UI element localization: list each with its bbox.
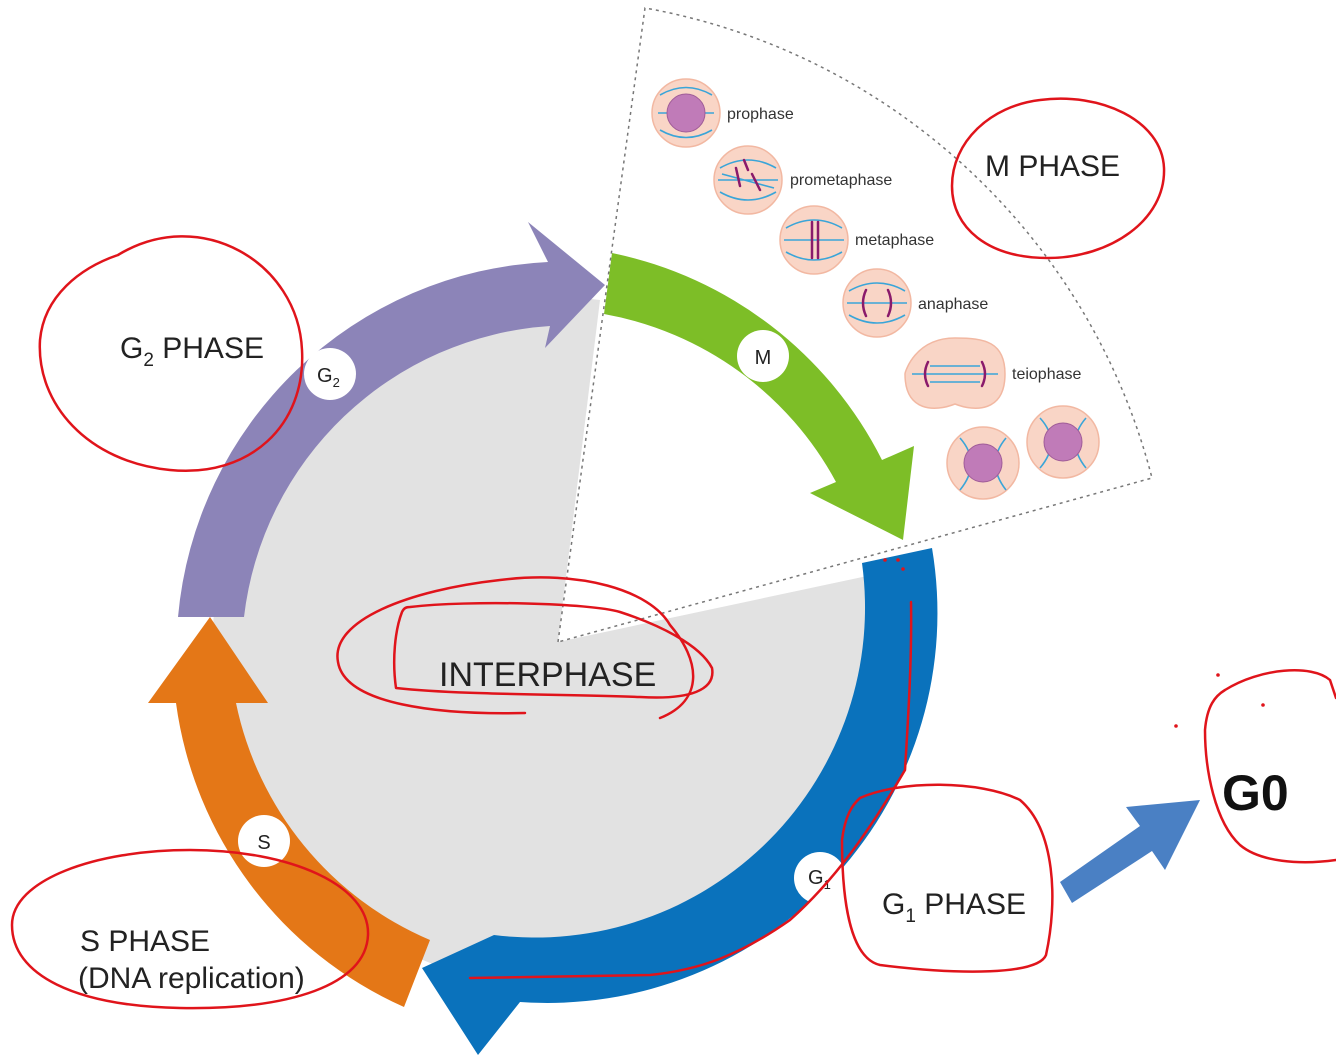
- s-arrow: [148, 617, 430, 1007]
- s-badge: S: [238, 815, 290, 867]
- g0-label: G0: [1222, 765, 1289, 821]
- svg-text:G2: G2: [317, 365, 340, 390]
- daughter-cell-1: [946, 426, 1020, 500]
- prophase-label: prophase: [727, 106, 794, 123]
- metaphase-label: metaphase: [855, 232, 934, 249]
- s-annotation-ellipse: [10, 848, 370, 1010]
- svg-text:G1: G1: [808, 867, 831, 892]
- interphase-disc: [212, 297, 903, 988]
- daughter-cell-2: [1026, 405, 1100, 479]
- prometaphase-label: prometaphase: [790, 172, 892, 189]
- prometaphase-cell: [713, 145, 783, 215]
- prophase-cell: [651, 78, 721, 148]
- anaphase-label: anaphase: [918, 296, 988, 313]
- m-phase-label: M PHASE: [985, 150, 1120, 183]
- g0-arrow: [1060, 800, 1200, 903]
- m-phase-annotation-circle: [950, 97, 1166, 260]
- g1-annotation-circle: [840, 783, 1054, 973]
- g0-annotation-circle: [1203, 669, 1336, 864]
- g1-badge: G1: [794, 852, 846, 904]
- svg-text:S: S: [257, 832, 270, 854]
- g1-annotation-line: [468, 600, 913, 980]
- metaphase-cell: [779, 205, 849, 275]
- s-phase-label: S PHASE: [80, 925, 210, 958]
- g1-arrow: [422, 548, 938, 1055]
- interphase-annotation-scribble-outer: [336, 576, 695, 720]
- g2-phase-label: G2 PHASE: [120, 332, 264, 371]
- svg-text:M: M: [755, 347, 772, 369]
- m-arrow: [604, 253, 914, 540]
- g2-arrow: [178, 222, 605, 617]
- m-badge: M: [737, 330, 789, 382]
- interphase-annotation-scribble-inner: [392, 601, 714, 699]
- anaphase-cell: [842, 268, 912, 338]
- g1-phase-label: G1 PHASE: [882, 888, 1026, 927]
- g2-annotation-circle: [38, 235, 304, 473]
- annotation-ink: [10, 97, 1336, 1010]
- s-phase-sublabel: (DNA replication): [78, 962, 305, 995]
- telophase-label: teiophase: [1012, 366, 1081, 383]
- interphase-label: INTERPHASE: [439, 656, 656, 694]
- g2-badge: G2: [304, 348, 356, 400]
- telophase-cell: [904, 337, 1006, 409]
